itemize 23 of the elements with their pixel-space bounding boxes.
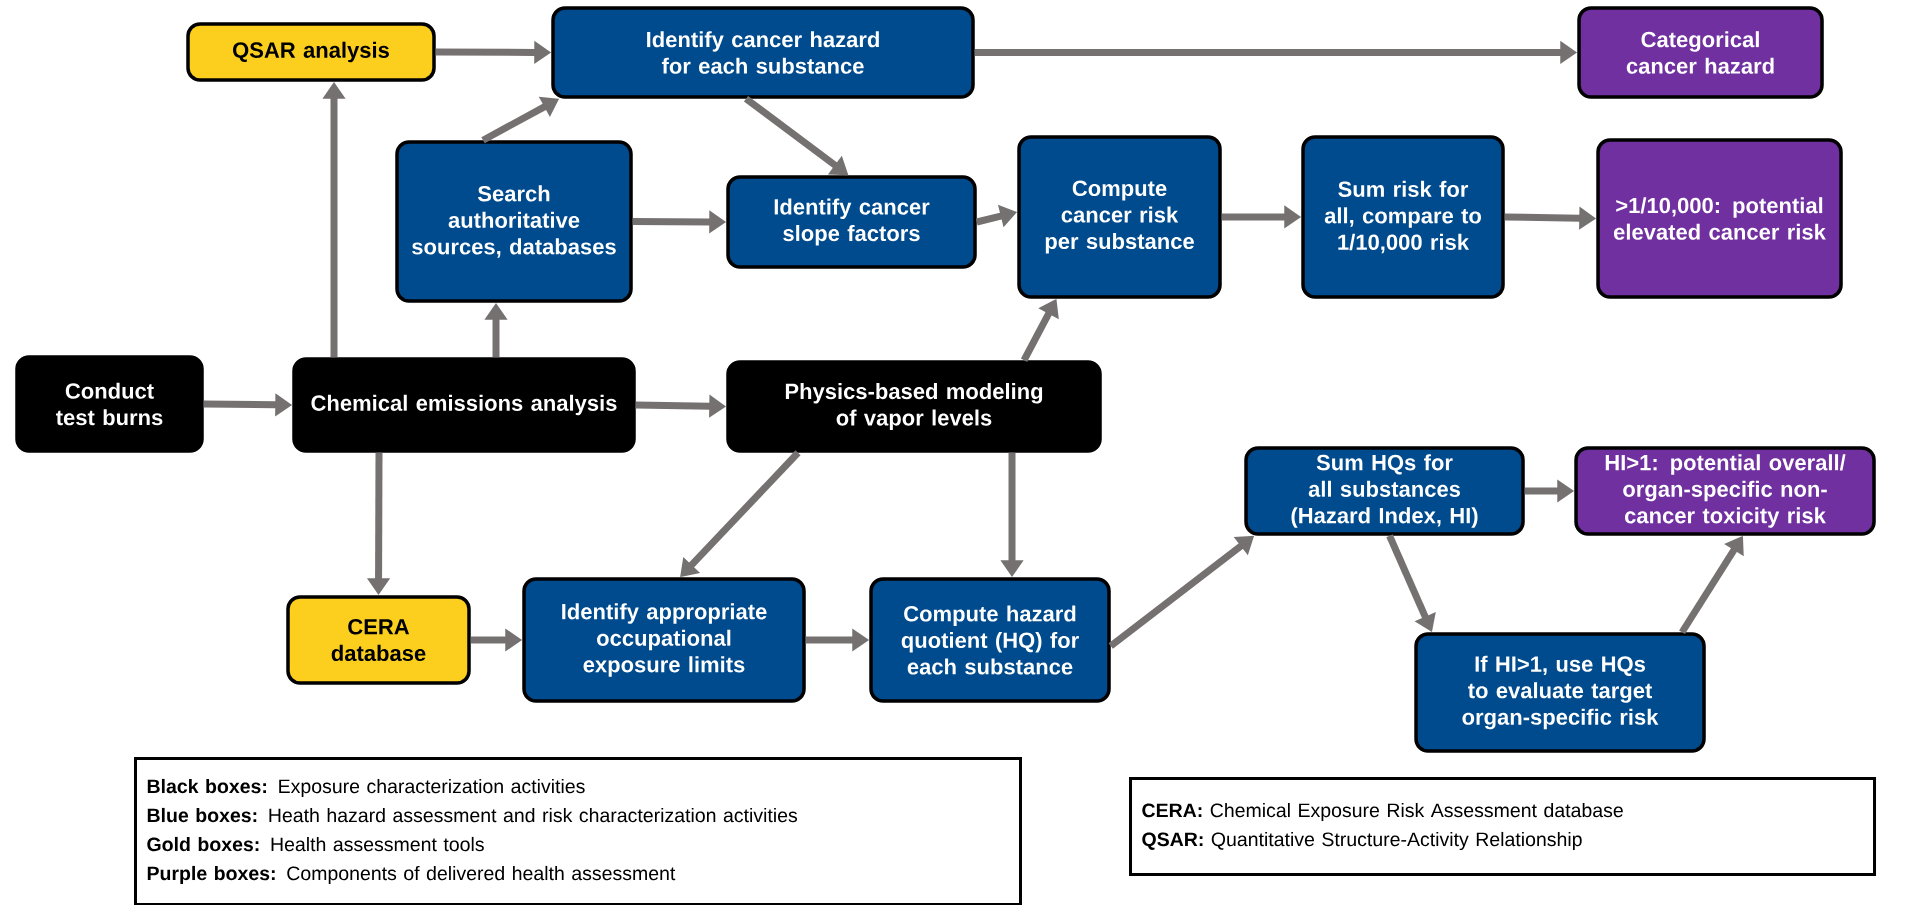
tool-box: QSAR analysis	[186, 22, 436, 82]
process-box: If HI>1, use HQs to evaluate target organ-specific risk	[1414, 632, 1706, 753]
outcome-box: Categorical cancer hazard	[1577, 6, 1824, 99]
key-text: CERA: Chemical Exposure Risk Assessment database	[1142, 802, 1623, 822]
outcome-box: HI>1: potential overall/ organ-specific non-cancer toxicity risk	[1574, 446, 1876, 536]
process-box: Identify cancer hazard for each substance	[551, 6, 975, 99]
key-text: Gold boxes: Health assessment tools	[147, 836, 484, 852]
activity-box: Physics-based modeling of vapor levels	[726, 360, 1102, 453]
process-box: Compute cancer risk per substance	[1017, 135, 1222, 299]
key-text: Blue boxes: Heath hazard assessment and risk characterization activities	[147, 807, 798, 823]
process-box: Identify cancer slope factors	[726, 175, 977, 269]
process-box: Identify appropriate occupational exposure limits	[522, 577, 806, 703]
key-text: Black boxes: Exposure characterization activities	[147, 778, 585, 798]
process-box: Search authoritative sources, databases	[395, 140, 633, 303]
activity-box: Chemical emissions analysis	[292, 357, 636, 453]
key-text: Purple boxes: Components of delivered health assessment	[147, 865, 676, 885]
process-box: Sum risk for all, compare to 1/10,000 risk	[1301, 135, 1505, 299]
key-text: QSAR: Quantitative Structure-Activity Relationship	[1142, 831, 1582, 851]
outcome-box: >1/10,000: potential elevated cancer risk	[1596, 138, 1843, 299]
activity-box: Conduct test burns	[15, 355, 204, 453]
process-box: Compute hazard quotient (HQ) for each substance	[869, 577, 1111, 703]
tool-box: CERA database	[286, 595, 471, 685]
process-box: Sum HQs for all substances (Hazard Index, HI)	[1244, 446, 1525, 536]
